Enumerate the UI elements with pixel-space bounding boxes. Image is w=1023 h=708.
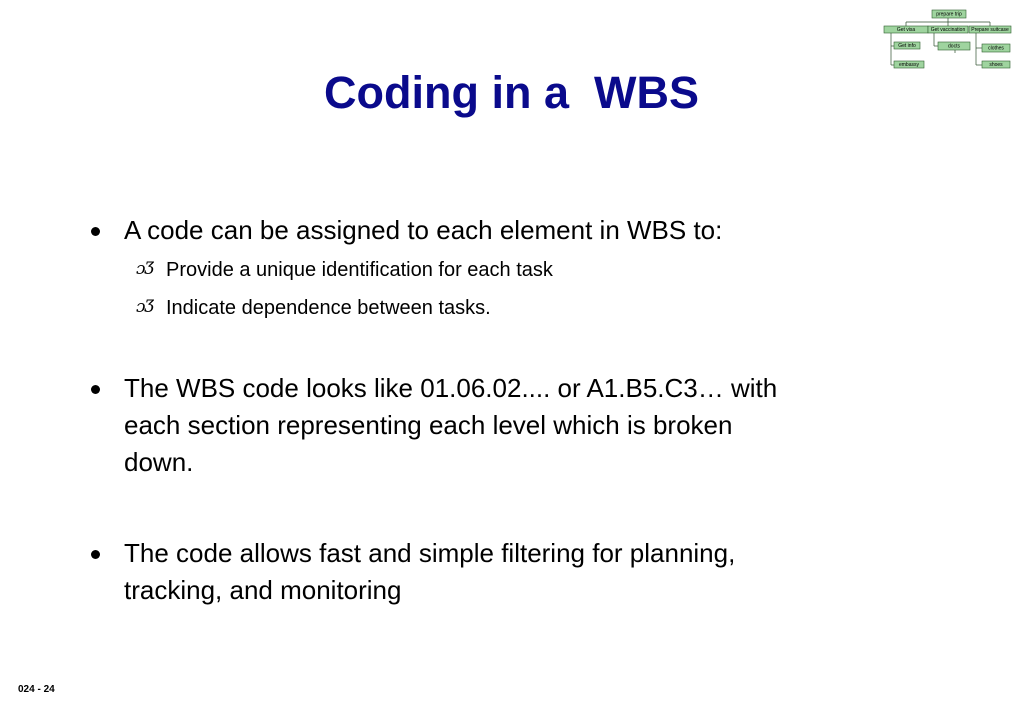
- slide-number: 024 - 24: [18, 684, 55, 695]
- sub-bullet-1-text: Provide a unique identification for each…: [166, 259, 553, 281]
- bullet-1-text: A code can be assigned to each element i…: [124, 215, 723, 245]
- wbs-thumbnail-diagram: prepare trip Get visa Get vaccination Pr…: [882, 8, 1013, 74]
- wbs-node-vaccination: Get vaccination: [927, 25, 969, 34]
- bullet-3-line-2: tracking, and monitoring: [124, 575, 402, 605]
- wbs-clothes-label: clothes: [988, 46, 1004, 52]
- wbs-node-clothes: clothes: [981, 43, 1011, 53]
- sub-bullet-icon: ɔƷ: [136, 297, 154, 317]
- bullet-3-line-1: The code allows fast and simple filterin…: [124, 538, 736, 568]
- wbs-tree-svg: prepare trip Get visa Get vaccination Pr…: [883, 9, 1012, 69]
- bullet-dot: [91, 550, 100, 559]
- wbs-get-info-label: Get info: [898, 43, 916, 49]
- wbs-embassy-label: embassy: [899, 62, 920, 68]
- wbs-node-suitcase: Prepare suitcase: [968, 25, 1012, 34]
- sub-bullet-icon: ɔƷ: [136, 259, 154, 279]
- wbs-node-root: prepare trip: [931, 9, 967, 19]
- bullet-dot: [91, 227, 100, 236]
- bullet-2-line-3: down.: [124, 447, 194, 477]
- wbs-connectors: [890, 18, 991, 66]
- bullet-2-line-2: each section representing each level whi…: [124, 410, 733, 440]
- slide-title: Coding in a WBS: [324, 67, 699, 118]
- wbs-node-docts: docts: [937, 41, 971, 51]
- bullet-2-line-1: The WBS code looks like 01.06.02.... or …: [124, 373, 778, 403]
- wbs-vaccination-label: Get vaccination: [931, 27, 966, 33]
- wbs-node-get-info: Get info: [893, 41, 921, 50]
- bullet-dot: [91, 385, 100, 394]
- wbs-visa-label: Get visa: [897, 27, 916, 33]
- sub-bullet-2-text: Indicate dependence between tasks.: [166, 297, 491, 319]
- wbs-node-shoes: shoes: [981, 60, 1011, 69]
- wbs-docts-label: docts: [948, 44, 960, 50]
- wbs-suitcase-label: Prepare suitcase: [971, 27, 1009, 33]
- wbs-node-embassy: embassy: [893, 60, 925, 69]
- wbs-root-label: prepare trip: [936, 12, 962, 18]
- wbs-shoes-label: shoes: [989, 62, 1003, 68]
